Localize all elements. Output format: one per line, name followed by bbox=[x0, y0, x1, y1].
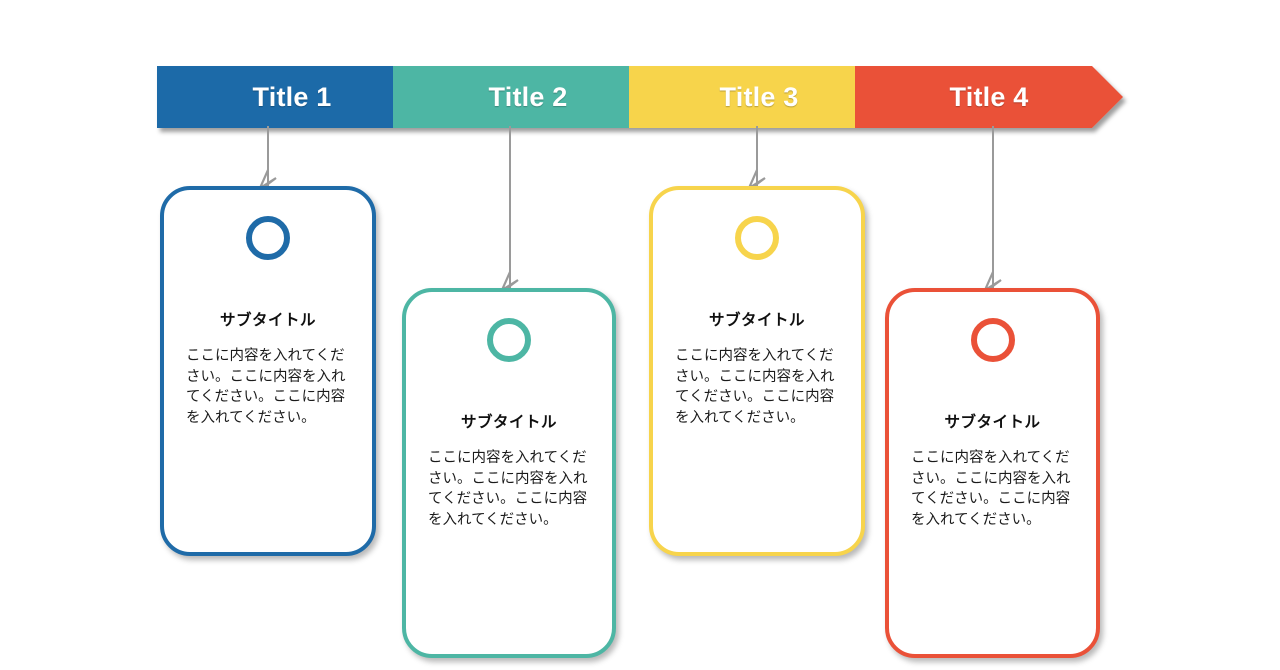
tag-hole-ring-1 bbox=[246, 216, 290, 260]
tag-subtitle-2: サブタイトル bbox=[460, 413, 557, 431]
tag-card-4[interactable]: サブタイトル ここに内容を入れてください。ここに内容を入れてください。ここに内容… bbox=[885, 288, 1100, 658]
tag-subtitle-1: サブタイトル bbox=[219, 311, 316, 329]
tag-body-text-4: ここに内容を入れてください。ここに内容を入れてください。ここに内容を入れてくださ… bbox=[911, 450, 1071, 528]
tag-body-text-2: ここに内容を入れてください。ここに内容を入れてください。ここに内容を入れてくださ… bbox=[428, 450, 588, 528]
tag-content-3: サブタイトル ここに内容を入れてください。ここに内容を入れてください。ここに内容… bbox=[653, 308, 861, 428]
tag-content-2: サブタイトル ここに内容を入れてください。ここに内容を入れてください。ここに内容… bbox=[406, 410, 612, 530]
tag-card-2[interactable]: サブタイトル ここに内容を入れてください。ここに内容を入れてください。ここに内容… bbox=[402, 288, 616, 658]
tag-card-3[interactable]: サブタイトル ここに内容を入れてください。ここに内容を入れてください。ここに内容… bbox=[649, 186, 865, 556]
tag-hole-ring-3 bbox=[735, 216, 779, 260]
tag-hole-ring-2 bbox=[487, 318, 531, 362]
tag-subtitle-4: サブタイトル bbox=[944, 413, 1041, 431]
tag-body-text-1: ここに内容を入れてください。ここに内容を入れてください。ここに内容を入れてくださ… bbox=[186, 348, 346, 426]
chevron-banner bbox=[157, 66, 1123, 128]
tag-content-4: サブタイトル ここに内容を入れてください。ここに内容を入れてください。ここに内容… bbox=[889, 410, 1096, 530]
tag-hole-ring-4 bbox=[970, 318, 1015, 362]
tag-content-1: サブタイトル ここに内容を入れてください。ここに内容を入れてください。ここに内容… bbox=[164, 308, 372, 428]
tag-body-text-3: ここに内容を入れてください。ここに内容を入れてください。ここに内容を入れてくださ… bbox=[675, 348, 835, 426]
tag-subtitle-3: サブタイトル bbox=[708, 311, 805, 329]
tag-card-1[interactable]: サブタイトル ここに内容を入れてください。ここに内容を入れてください。ここに内容… bbox=[160, 186, 376, 556]
